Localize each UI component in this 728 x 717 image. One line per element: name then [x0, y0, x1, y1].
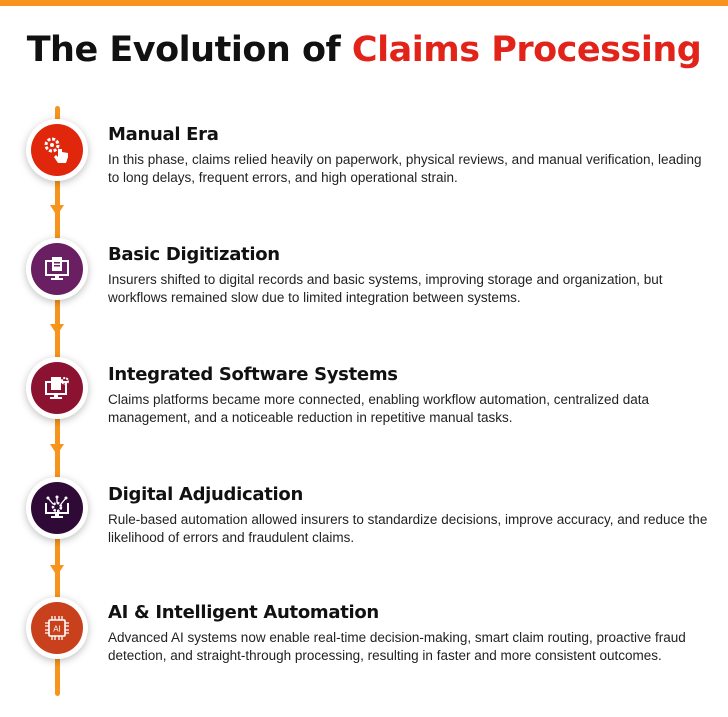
- stage-title: AI & Intelligent Automation: [108, 602, 379, 623]
- timeline-arrow: [50, 205, 64, 216]
- top-accent-bar: [0, 0, 728, 6]
- stage-title: Integrated Software Systems: [108, 364, 398, 385]
- stage-description: Rule-based automation allowed insurers t…: [108, 512, 708, 545]
- stage-node-digital-adjudication: [26, 477, 88, 539]
- gear-hand-icon: [31, 124, 83, 176]
- page-title: The Evolution of Claims Processing: [0, 30, 728, 70]
- monitor-gear-network-icon: [31, 482, 83, 534]
- stage-basic-digitization: Basic Digitization Insurers shifted to d…: [108, 244, 708, 307]
- ai-chip-icon: AI: [31, 602, 83, 654]
- chip-label: AI: [53, 625, 61, 634]
- monitor-document-gear-icon: [31, 362, 83, 414]
- stage-ai-automation: AI & Intelligent Automation Advanced AI …: [108, 602, 708, 665]
- monitor-document-icon: [31, 243, 83, 295]
- stage-node-ai-automation: AI: [26, 597, 88, 659]
- stage-digital-adjudication: Digital Adjudication Rule-based automati…: [108, 484, 708, 547]
- timeline-arrow: [50, 565, 64, 576]
- stage-description: Claims platforms became more connected, …: [108, 392, 650, 425]
- stage-description: Insurers shifted to digital records and …: [108, 272, 663, 305]
- stage-node-basic-digitization: [26, 238, 88, 300]
- stage-manual-era: Manual Era In this phase, claims relied …: [108, 124, 708, 187]
- title-accent: Claims Processing: [351, 30, 702, 70]
- stage-node-integrated-software: [26, 357, 88, 419]
- title-main: The Evolution of: [26, 30, 352, 70]
- stage-title: Manual Era: [108, 124, 219, 145]
- timeline-arrow: [50, 324, 64, 335]
- stage-description: In this phase, claims relied heavily on …: [108, 152, 702, 185]
- stage-description: Advanced AI systems now enable real-time…: [108, 630, 686, 663]
- timeline-arrow: [50, 444, 64, 455]
- stage-node-manual-era: [26, 119, 88, 181]
- stage-integrated-software: Integrated Software Systems Claims platf…: [108, 364, 708, 427]
- stage-title: Digital Adjudication: [108, 484, 303, 505]
- stage-title: Basic Digitization: [108, 244, 280, 265]
